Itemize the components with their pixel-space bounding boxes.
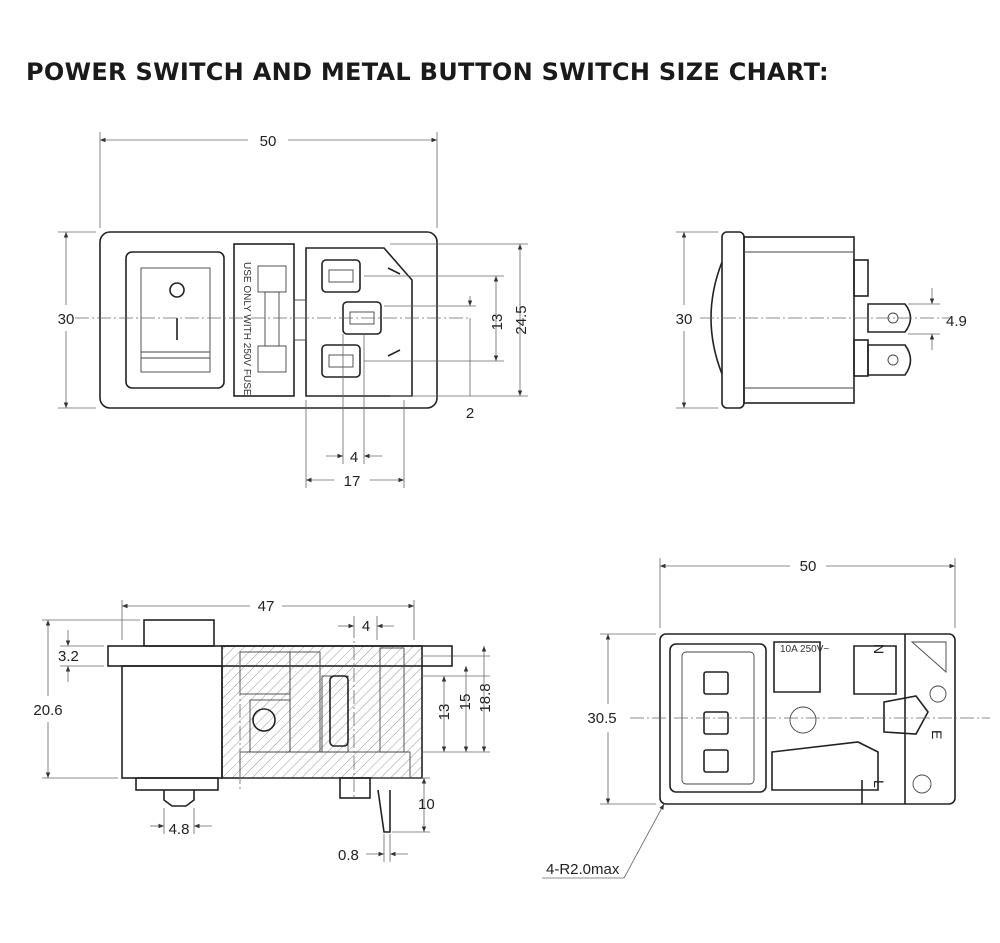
section-view: 47 4 3.2 20.6 13 15 18.8 10 bbox=[33, 598, 494, 864]
rating-label: 10A 250V~ bbox=[780, 644, 829, 655]
label-l: L bbox=[871, 780, 887, 788]
side-view: 30 4.9 bbox=[676, 231, 967, 409]
rear-height-dim: 30.5 bbox=[587, 710, 616, 727]
rear-width-dim: 50 bbox=[800, 558, 817, 575]
front-body-outline bbox=[99, 231, 438, 409]
rear-l-terminal bbox=[771, 741, 879, 791]
flange-dim: 3.2 bbox=[58, 648, 79, 665]
terminal-top bbox=[867, 303, 912, 333]
pin-pitch-dim: 13 bbox=[489, 314, 506, 331]
warning-triangle-icon bbox=[910, 641, 947, 673]
safety-mark-icon bbox=[912, 774, 932, 794]
front-view: USE ONLY WITH 250V FUSE 50 30 24.5 bbox=[58, 132, 530, 490]
rear-view: 10A 250V~ N E L 50 30.5 4-R2.0max bbox=[542, 558, 990, 879]
section-knob bbox=[163, 790, 195, 807]
rear-n-terminal bbox=[853, 645, 897, 695]
section-pin-offset-dim: 4 bbox=[362, 618, 370, 635]
socket-height-dim: 24.5 bbox=[513, 305, 530, 334]
front-width-dim: 50 bbox=[260, 133, 277, 150]
socket-width-dim: 17 bbox=[344, 473, 361, 490]
front-height-dim: 30 bbox=[58, 311, 75, 328]
label-e: E bbox=[929, 730, 945, 739]
side-body bbox=[743, 236, 855, 404]
pin-width-dim: 4 bbox=[350, 449, 358, 466]
pin-top bbox=[321, 259, 361, 293]
terminal-thickness-dim: 0.8 bbox=[338, 847, 359, 864]
rear-e-terminal bbox=[883, 695, 929, 735]
offset-dim: 2 bbox=[466, 405, 474, 422]
rear-fuse-terminal bbox=[773, 641, 821, 693]
fuse-label: USE ONLY WITH 250V FUSE bbox=[241, 262, 252, 396]
section-switch-body bbox=[121, 665, 223, 779]
label-n: N bbox=[871, 644, 887, 654]
section-height-dim: 20.6 bbox=[33, 702, 62, 719]
dim-13: 13 bbox=[436, 704, 453, 721]
section-button bbox=[143, 619, 215, 647]
rocker-face bbox=[140, 267, 211, 373]
earth-symbol-icon bbox=[929, 685, 947, 703]
section-width-dim: 47 bbox=[258, 598, 275, 615]
side-flange bbox=[721, 231, 745, 409]
off-symbol-icon bbox=[169, 282, 185, 298]
side-height-dim: 30 bbox=[676, 311, 693, 328]
section-terminal bbox=[377, 789, 391, 833]
dim-18-8: 18.8 bbox=[477, 683, 494, 712]
page-title: POWER SWITCH AND METAL BUTTON SWITCH SIZ… bbox=[26, 58, 829, 86]
dim-15: 15 bbox=[457, 694, 474, 711]
corner-radius-dim: 4-R2.0max bbox=[546, 861, 620, 878]
terminal-bottom bbox=[867, 344, 912, 376]
terminal-width-dim: 4.9 bbox=[946, 313, 967, 330]
button-dim: 4.8 bbox=[169, 821, 190, 838]
rocker-switch bbox=[125, 251, 225, 389]
rear-body-outline bbox=[659, 633, 956, 805]
iec-socket bbox=[305, 247, 413, 397]
terminal-length-dim: 10 bbox=[418, 796, 435, 813]
pin-bottom bbox=[321, 344, 361, 378]
